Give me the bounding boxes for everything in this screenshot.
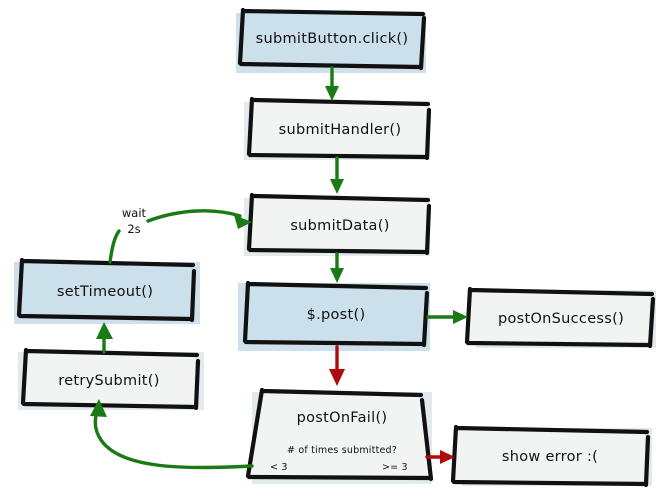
node-outlines xyxy=(16,7,656,488)
outline-submit-data xyxy=(246,192,432,256)
edge-fail-to-retry xyxy=(90,399,254,470)
fill-submit-handler xyxy=(251,101,427,156)
label-submit-handler: submitHandler() xyxy=(279,122,402,138)
outline-submit-handler xyxy=(246,96,432,161)
edge-post-to-success xyxy=(426,310,468,324)
label-post-on-fail: postOnFail() xyxy=(297,410,388,426)
label-post-on-fail-question: # of times submitted? xyxy=(287,445,397,456)
fill-post-on-fail xyxy=(250,392,429,477)
edge-fail-to-show-error xyxy=(425,450,455,464)
label-post-on-success: postOnSuccess() xyxy=(498,311,624,327)
label-submit-button-click: submitButton.click() xyxy=(256,31,409,47)
edge-handler-to-data xyxy=(330,156,344,194)
edge-labels: wait 2s xyxy=(122,206,147,236)
edge-post-to-fail xyxy=(329,345,345,386)
outline-submit-button-click xyxy=(237,7,427,71)
edge-settimeout-to-data xyxy=(108,209,252,264)
label-wait-line1: wait xyxy=(122,206,147,220)
label-show-error: show error :( xyxy=(502,449,598,465)
outline-post-on-success xyxy=(464,286,656,349)
label-submit-data: submitData() xyxy=(290,218,389,234)
node-labels: submitButton.click() submitHandler() sub… xyxy=(57,31,624,473)
fill-show-error xyxy=(455,429,645,483)
outline-post xyxy=(242,280,430,348)
node-fills xyxy=(21,11,650,483)
edge-data-to-post xyxy=(330,252,344,283)
edge-retry-to-settimeout xyxy=(96,322,113,354)
fill-post-on-success xyxy=(469,291,650,344)
label-branch-less-than-3: < 3 xyxy=(270,462,288,473)
edge-click-to-handler xyxy=(325,66,339,101)
fill-submit-data xyxy=(251,197,427,251)
fill-post xyxy=(247,285,424,342)
label-branch-gte-3: >= 3 xyxy=(382,462,408,473)
outline-retry-submit xyxy=(20,347,201,411)
fill-submit-button-click xyxy=(242,11,421,65)
label-post: $.post() xyxy=(307,307,366,323)
fill-retry-submit xyxy=(25,352,196,406)
outline-set-timeout xyxy=(16,257,197,323)
fill-set-timeout xyxy=(21,262,192,318)
label-wait-line2: 2s xyxy=(127,222,140,236)
label-set-timeout: setTimeout() xyxy=(57,284,153,300)
outline-post-on-fail xyxy=(245,387,434,482)
edges xyxy=(90,66,468,470)
label-retry-submit: retrySubmit() xyxy=(58,373,159,389)
outline-show-error xyxy=(450,424,651,488)
